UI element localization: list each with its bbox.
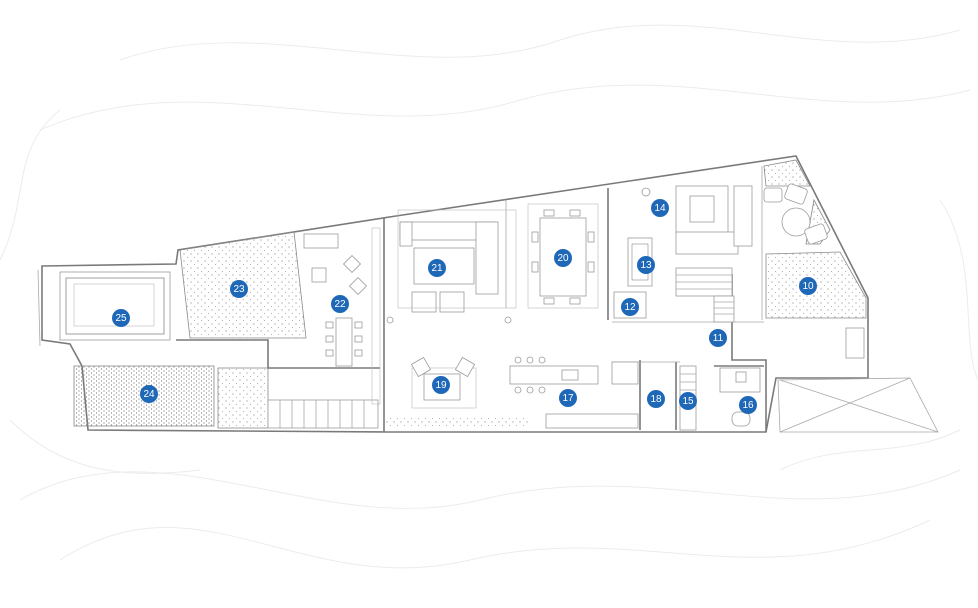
- background-contours: [0, 24, 978, 569]
- marker-dot[interactable]: [739, 396, 757, 414]
- marker-dot[interactable]: [621, 298, 639, 316]
- marker-room-24[interactable]: 24: [140, 385, 158, 403]
- marker-room-11[interactable]: 11: [709, 329, 727, 347]
- ramp: [777, 327, 939, 433]
- marker-room-12[interactable]: 12: [621, 298, 639, 316]
- marker-dot[interactable]: [230, 280, 248, 298]
- marker-dot[interactable]: [799, 277, 817, 295]
- marker-dot[interactable]: [559, 389, 577, 407]
- study-furniture: [641, 185, 753, 255]
- terrace-furniture: [763, 183, 828, 245]
- living-room-furniture: [397, 209, 517, 313]
- marker-dot[interactable]: [428, 259, 446, 277]
- marker-dot[interactable]: [432, 376, 450, 394]
- marker-dot[interactable]: [637, 256, 655, 274]
- marker-room-22[interactable]: 22: [331, 295, 349, 313]
- marker-label: 18: [650, 394, 662, 405]
- marker-room-20[interactable]: 20: [554, 249, 572, 267]
- marker-label: 13: [640, 260, 652, 271]
- marker-room-18[interactable]: 18: [647, 390, 665, 408]
- marker-label: 11: [713, 333, 724, 344]
- room-markers: 10 11 12 13 14 15 16 17 18 19 20 21 22 23 24 25: [112, 199, 817, 414]
- marker-dot[interactable]: [554, 249, 572, 267]
- marker-label: 19: [435, 380, 447, 391]
- marker-room-13[interactable]: 13: [637, 256, 655, 274]
- marker-label: 22: [334, 299, 346, 310]
- marker-dot[interactable]: [651, 199, 669, 217]
- marker-label: 15: [682, 396, 694, 407]
- planter-bottom: [384, 416, 528, 426]
- marker-label: 25: [115, 313, 127, 324]
- marker-dot[interactable]: [140, 385, 158, 403]
- marker-label: 23: [233, 284, 245, 295]
- marker-dot[interactable]: [647, 390, 665, 408]
- marker-label: 14: [654, 203, 666, 214]
- marker-room-10[interactable]: 10: [799, 277, 817, 295]
- bathroom-furniture: [719, 367, 761, 427]
- stairs: [267, 267, 735, 431]
- marker-label: 10: [802, 281, 814, 292]
- marker-room-14[interactable]: 14: [651, 199, 669, 217]
- marker-label: 24: [143, 389, 155, 400]
- marker-dot[interactable]: [709, 329, 727, 347]
- planter-strip: [217, 367, 269, 429]
- marker-label: 17: [562, 393, 574, 404]
- lounge-19-furniture: [410, 356, 477, 409]
- marker-label: 21: [431, 263, 443, 274]
- marker-room-15[interactable]: 15: [679, 392, 697, 410]
- kitchen-furniture: [386, 316, 639, 429]
- marker-room-23[interactable]: 23: [230, 280, 248, 298]
- marker-label: 16: [742, 400, 754, 411]
- patio-dining-furniture: [303, 227, 381, 405]
- planter-top-right: [763, 159, 811, 187]
- interior-walls: [176, 166, 767, 432]
- marker-label: 20: [557, 253, 569, 264]
- marker-dot[interactable]: [112, 309, 130, 327]
- marker-dot[interactable]: [679, 392, 697, 410]
- marker-room-17[interactable]: 17: [559, 389, 577, 407]
- marker-label: 12: [624, 302, 636, 313]
- marker-room-19[interactable]: 19: [432, 376, 450, 394]
- lounge-25: [59, 271, 171, 341]
- marker-dot[interactable]: [331, 295, 349, 313]
- marker-room-25[interactable]: 25: [112, 309, 130, 327]
- marker-room-16[interactable]: 16: [739, 396, 757, 414]
- marker-room-21[interactable]: 21: [428, 259, 446, 277]
